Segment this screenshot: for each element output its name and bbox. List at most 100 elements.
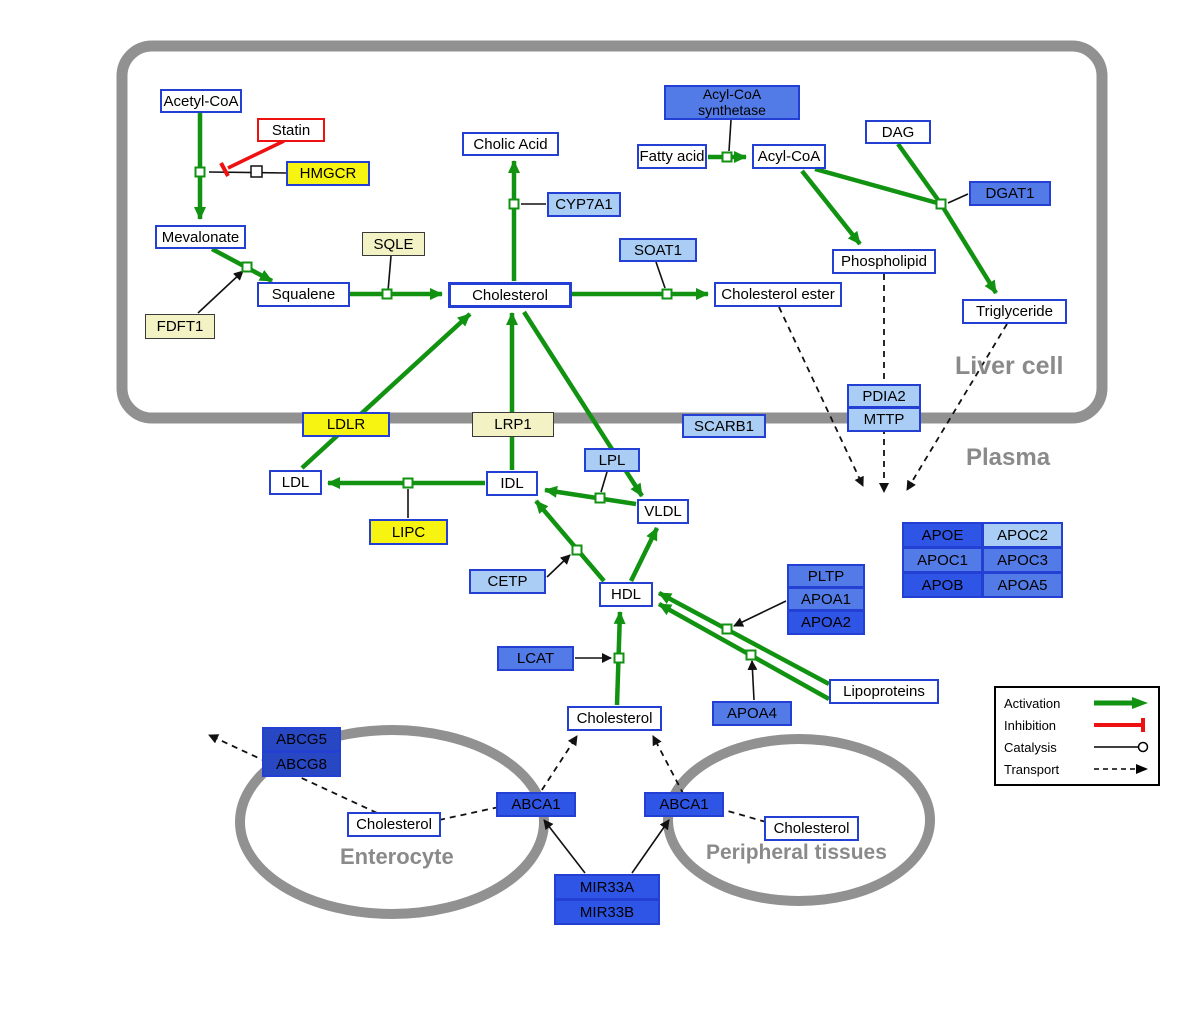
node-apob[interactable]: APOB <box>902 572 983 598</box>
transport-cholesterol-abca1-right <box>652 735 767 823</box>
node-ldlr[interactable]: LDLR <box>302 412 390 437</box>
node-mir33b[interactable]: MIR33B <box>554 899 660 925</box>
node-apoa4[interactable]: APOA4 <box>712 701 792 726</box>
node-hdl[interactable]: HDL <box>599 582 653 607</box>
legend-transport-label: Transport <box>1004 761 1060 777</box>
catalysis-apoa4 <box>747 660 758 701</box>
node-hmgcr[interactable]: HMGCR <box>286 161 370 186</box>
edge-lipoproteins-hdl-upper <box>657 591 831 686</box>
node-idl[interactable]: IDL <box>486 471 538 496</box>
edge-dag-dgat-junction <box>896 142 943 206</box>
node-abca1-left[interactable]: ABCA1 <box>496 792 576 817</box>
catalysis-lpl <box>600 471 608 493</box>
catalysis-acylcoa-synthetase <box>728 119 732 152</box>
node-ldl[interactable]: LDL <box>269 470 322 495</box>
node-cholesterol-ester[interactable]: Cholesterol ester <box>714 282 842 307</box>
edge-lipoproteins-hdl-lower <box>657 602 831 701</box>
node-cholesterol-peripheral[interactable]: Cholesterol <box>764 816 859 841</box>
node-acyl-coa-synthetase[interactable]: Acyl-CoA synthetase <box>664 85 800 120</box>
node-squalene[interactable]: Squalene <box>257 282 350 307</box>
node-fatty-acid[interactable]: Fatty acid <box>637 144 707 169</box>
node-apoa1[interactable]: APOA1 <box>787 587 865 611</box>
node-cholic-acid[interactable]: Cholic Acid <box>462 132 559 156</box>
reaction-nodes <box>194 151 947 664</box>
node-mevalonate[interactable]: Mevalonate <box>155 225 246 249</box>
legend-inhibition-label: Inhibition <box>1004 717 1057 733</box>
liver-cell-membrane <box>116 40 1108 424</box>
edge-acylcoa-phospholipid <box>800 169 862 246</box>
node-apoc2[interactable]: APOC2 <box>982 522 1063 548</box>
enterocyte-label: Enterocyte <box>340 844 454 869</box>
inhibition-tee-icon <box>1094 718 1145 732</box>
node-mir33a[interactable]: MIR33A <box>554 874 660 900</box>
node-triglyceride[interactable]: Triglyceride <box>962 299 1067 324</box>
inhibition-statin-hmgcr <box>227 139 285 170</box>
edge-vldl-idl <box>544 485 637 507</box>
node-mttp[interactable]: MTTP <box>847 407 921 432</box>
node-lrp1[interactable]: LRP1 <box>472 412 554 437</box>
peripheral-tissues-label: Peripheral tissues <box>706 841 887 864</box>
edge-hdl-idl <box>534 499 606 583</box>
catalysis-circle-icon <box>1094 741 1149 753</box>
node-abca1-right[interactable]: ABCA1 <box>644 792 724 817</box>
node-scarb1[interactable]: SCARB1 <box>682 414 766 438</box>
activation-edges <box>194 113 998 706</box>
node-statin[interactable]: Statin <box>257 118 325 142</box>
inhibition-tee <box>219 162 230 177</box>
catalysis-symbol-square <box>250 165 263 178</box>
catalysis-sqle <box>387 255 392 292</box>
node-abcg5[interactable]: ABCG5 <box>262 727 341 752</box>
node-vldl[interactable]: VLDL <box>637 499 689 524</box>
catalysis-hmgcr <box>208 171 287 174</box>
node-lcat[interactable]: LCAT <box>497 646 574 671</box>
node-dgat1[interactable]: DGAT1 <box>969 181 1051 206</box>
legend-catalysis-label: Catalysis <box>1004 739 1057 755</box>
node-cetp[interactable]: CETP <box>469 569 546 594</box>
node-acetyl-coa[interactable]: Acetyl-CoA <box>160 89 242 113</box>
catalysis-dgat1 <box>947 193 969 204</box>
node-acyl-coa[interactable]: Acyl-CoA <box>752 144 826 169</box>
node-phospholipid[interactable]: Phospholipid <box>832 249 936 274</box>
edge-junction-triglyceride <box>939 202 998 295</box>
node-fdft1[interactable]: FDFT1 <box>145 314 215 339</box>
catalysis-apoa1 <box>733 600 787 627</box>
plasma-label: Plasma <box>966 444 1051 471</box>
node-apoa2[interactable]: APOA2 <box>787 610 865 635</box>
legend-transport-row: Transport <box>1004 761 1150 777</box>
node-sqle[interactable]: SQLE <box>362 232 425 256</box>
liver-cell-label: Liver cell <box>955 352 1064 380</box>
node-lipoproteins[interactable]: Lipoproteins <box>829 679 939 704</box>
legend-inhibition-row: Inhibition <box>1004 717 1150 733</box>
inhibition-edges <box>219 139 285 177</box>
node-pltp[interactable]: PLTP <box>787 564 865 588</box>
node-cholesterol-plasma[interactable]: Cholesterol <box>567 706 662 731</box>
transport-dashed-arrow-icon <box>1094 764 1148 774</box>
node-cyp7a1[interactable]: CYP7A1 <box>547 192 621 217</box>
node-pdia2[interactable]: PDIA2 <box>847 384 921 408</box>
edge-ldl-cholesterol-via-ldlr <box>300 312 472 470</box>
node-lipc[interactable]: LIPC <box>369 519 448 545</box>
catalysis-edges <box>197 119 969 874</box>
legend: Activation Inhibition Catalysis Transpor… <box>994 686 1160 786</box>
activation-arrow-icon <box>1094 697 1148 709</box>
node-apoc1[interactable]: APOC1 <box>902 547 983 573</box>
legend-activation-row: Activation <box>1004 695 1150 711</box>
node-cholesterol-enterocyte[interactable]: Cholesterol <box>347 812 441 837</box>
node-apoc3[interactable]: APOC3 <box>982 547 1063 573</box>
node-abcg8[interactable]: ABCG8 <box>262 751 341 777</box>
catalysis-cetp <box>546 554 571 578</box>
node-cholesterol-liver[interactable]: Cholesterol <box>448 282 572 308</box>
node-lpl[interactable]: LPL <box>584 448 640 472</box>
regulation-mir33-abca1-left <box>543 819 586 874</box>
legend-catalysis-row: Catalysis <box>1004 739 1150 755</box>
node-dag[interactable]: DAG <box>865 120 931 144</box>
node-apoa5[interactable]: APOA5 <box>982 572 1063 598</box>
catalysis-soat1 <box>655 261 666 289</box>
node-apoe[interactable]: APOE <box>902 522 983 548</box>
catalysis-fdft1 <box>197 270 244 314</box>
edge-acylcoa-dgat-junction <box>814 166 942 207</box>
edge-hdl-vldl <box>628 527 660 582</box>
node-soat1[interactable]: SOAT1 <box>619 238 697 262</box>
